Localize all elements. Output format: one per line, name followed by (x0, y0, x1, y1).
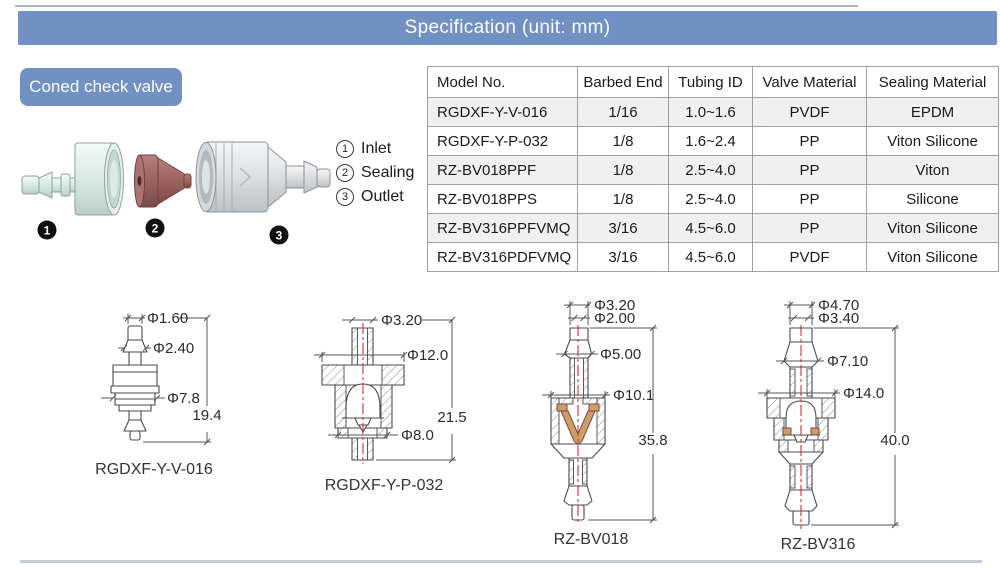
svg-text:Φ3.20: Φ3.20 (381, 312, 422, 329)
svg-text:Φ7.8: Φ7.8 (167, 390, 200, 407)
cell-model: RGDXF-Y-V-016 (427, 97, 578, 127)
cell-sealing-material: Silicone (866, 184, 999, 214)
cell-model: RGDXF-Y-P-032 (427, 126, 578, 156)
part-1-badge: 1 (37, 220, 57, 240)
exploded-view-figure: 1 2 3 (21, 141, 331, 245)
cell-model: RZ-BV018PPF (427, 155, 578, 185)
top-divider (15, 5, 858, 7)
drawing-rgdxf-y-v-016: Φ1.60 Φ2.40 Φ7.8 19.4 RGDXF-Y-V-016 (95, 310, 222, 478)
svg-text:40.0: 40.0 (880, 432, 909, 449)
part-3-badge: 3 (269, 225, 289, 245)
cell-valve-material: PVDF (752, 242, 867, 272)
svg-text:Φ5.00: Φ5.00 (600, 346, 641, 363)
cell-tubing-id: 4.5~6.0 (668, 242, 753, 272)
product-name-badge: Coned check valve (20, 68, 182, 106)
drawing-label: RGDXF-Y-V-016 (95, 461, 213, 478)
table-row: RZ-BV316PDFVMQ 3/16 4.5~6.0 PVDF Viton S… (427, 242, 999, 272)
cell-valve-material: PP (752, 213, 867, 243)
cell-barbed-end: 3/16 (577, 242, 669, 272)
drawing-label: RZ-BV018 (554, 531, 629, 548)
page-title: Specification (unit: mm) (404, 17, 611, 38)
cell-model: RZ-BV018PPS (427, 184, 578, 214)
legend-item-sealing: 2 Sealing (336, 163, 414, 182)
inlet-part-figure (21, 142, 124, 216)
drawing-rz-bv018: Φ3.20 Φ2.00 Φ5.00 Φ10.1 35.8 RZ-BV018 (542, 297, 668, 548)
cell-sealing-material: Viton Silicone (866, 126, 999, 156)
svg-text:35.8: 35.8 (638, 432, 667, 449)
table-header-row: Model No. Barbed End Tubing ID Valve Mat… (427, 66, 999, 98)
cell-tubing-id: 4.5~6.0 (668, 213, 753, 243)
page-title-bar: Specification (unit: mm) (18, 11, 997, 45)
svg-text:21.5: 21.5 (437, 409, 466, 426)
legend-item-outlet: 3 Outlet (336, 187, 414, 206)
col-model: Model No. (427, 66, 578, 98)
svg-text:Φ14.0: Φ14.0 (843, 385, 884, 402)
cell-valve-material: PVDF (752, 97, 867, 127)
svg-text:Φ1.60: Φ1.60 (147, 310, 188, 327)
col-valve-material: Valve Material (752, 66, 867, 98)
dimension-lines: Φ3.20 Φ12.0 Φ8.0 21.5 (314, 312, 467, 464)
cell-barbed-end: 1/8 (577, 155, 669, 185)
svg-text:Φ4.70: Φ4.70 (818, 297, 859, 314)
legend-item-inlet: 1 Inlet (336, 139, 414, 158)
cell-model: RZ-BV316PDFVMQ (427, 242, 578, 272)
cell-tubing-id: 1.0~1.6 (668, 97, 753, 127)
cell-barbed-end: 1/16 (577, 97, 669, 127)
table-row: RZ-BV018PPF 1/8 2.5~4.0 PP Viton (427, 155, 999, 185)
cell-sealing-material: Viton Silicone (866, 242, 999, 272)
drawing-rgdxf-y-p-032: Φ3.20 Φ12.0 Φ8.0 21.5 RGDXF-Y-P-032 (314, 312, 467, 494)
legend-label: Sealing (361, 163, 415, 181)
svg-text:Φ2.00: Φ2.00 (594, 310, 635, 327)
parts-legend: 1 Inlet 2 Sealing 3 Outlet (336, 139, 414, 206)
drawing-rz-bv316: Φ4.70 Φ3.40 Φ7.10 Φ14.0 40.0 RZ-BV316 (758, 297, 910, 553)
circled-3-icon: 3 (336, 187, 354, 206)
table-row: RGDXF-Y-V-016 1/16 1.0~1.6 PVDF EPDM (427, 97, 999, 127)
svg-text:Φ12.0: Φ12.0 (407, 347, 448, 364)
table-row: RZ-BV018PPS 1/8 2.5~4.0 PP Silicone (427, 184, 999, 214)
col-barbed-end: Barbed End (577, 66, 669, 98)
svg-text:1: 1 (44, 224, 51, 238)
cell-sealing-material: Viton (866, 155, 999, 185)
dimension-lines: Φ1.60 Φ2.40 Φ7.8 19.4 (101, 310, 222, 446)
cell-valve-material: PP (752, 126, 867, 156)
svg-text:19.4: 19.4 (192, 407, 221, 424)
cell-barbed-end: 1/8 (577, 184, 669, 214)
svg-text:Φ2.40: Φ2.40 (153, 340, 194, 357)
svg-text:Φ3.40: Φ3.40 (818, 310, 859, 327)
cell-tubing-id: 1.6~2.4 (668, 126, 753, 156)
col-sealing-material: Sealing Material (866, 66, 999, 98)
drawing-label: RZ-BV316 (781, 536, 856, 553)
cell-valve-material: PP (752, 184, 867, 214)
legend-label: Inlet (361, 139, 392, 157)
dimension-lines: Φ3.20 Φ2.00 Φ5.00 Φ10.1 35.8 (542, 297, 668, 524)
svg-text:3: 3 (276, 229, 283, 243)
svg-text:Φ8.0: Φ8.0 (401, 427, 434, 444)
part-2-badge: 2 (145, 218, 165, 238)
bottom-divider (20, 560, 982, 563)
legend-label: Outlet (361, 187, 404, 205)
svg-text:Φ3.20: Φ3.20 (594, 297, 635, 314)
col-tubing-id: Tubing ID (668, 66, 753, 98)
cell-sealing-material: Viton Silicone (866, 213, 999, 243)
cell-valve-material: PP (752, 155, 867, 185)
table-row: RZ-BV316PPFVMQ 3/16 4.5~6.0 PP Viton Sil… (427, 213, 999, 243)
circled-1-icon: 1 (336, 139, 354, 158)
table-row: RGDXF-Y-P-032 1/8 1.6~2.4 PP Viton Silic… (427, 126, 999, 156)
outlet-part-figure (195, 141, 331, 213)
cell-barbed-end: 1/8 (577, 126, 669, 156)
cell-model: RZ-BV316PPFVMQ (427, 213, 578, 243)
dimension-lines: Φ4.70 Φ3.40 Φ7.10 Φ14.0 40.0 (758, 297, 910, 529)
svg-text:2: 2 (152, 222, 159, 236)
spec-table: Model No. Barbed End Tubing ID Valve Mat… (427, 66, 999, 272)
cell-barbed-end: 3/16 (577, 213, 669, 243)
cell-tubing-id: 2.5~4.0 (668, 184, 753, 214)
cell-tubing-id: 2.5~4.0 (668, 155, 753, 185)
svg-text:Φ10.1: Φ10.1 (613, 387, 654, 404)
circled-2-icon: 2 (336, 163, 354, 182)
cell-sealing-material: EPDM (866, 97, 999, 127)
svg-text:Φ7.10: Φ7.10 (827, 353, 868, 370)
sealing-part-figure (134, 154, 192, 208)
drawing-label: RGDXF-Y-P-032 (325, 477, 444, 494)
